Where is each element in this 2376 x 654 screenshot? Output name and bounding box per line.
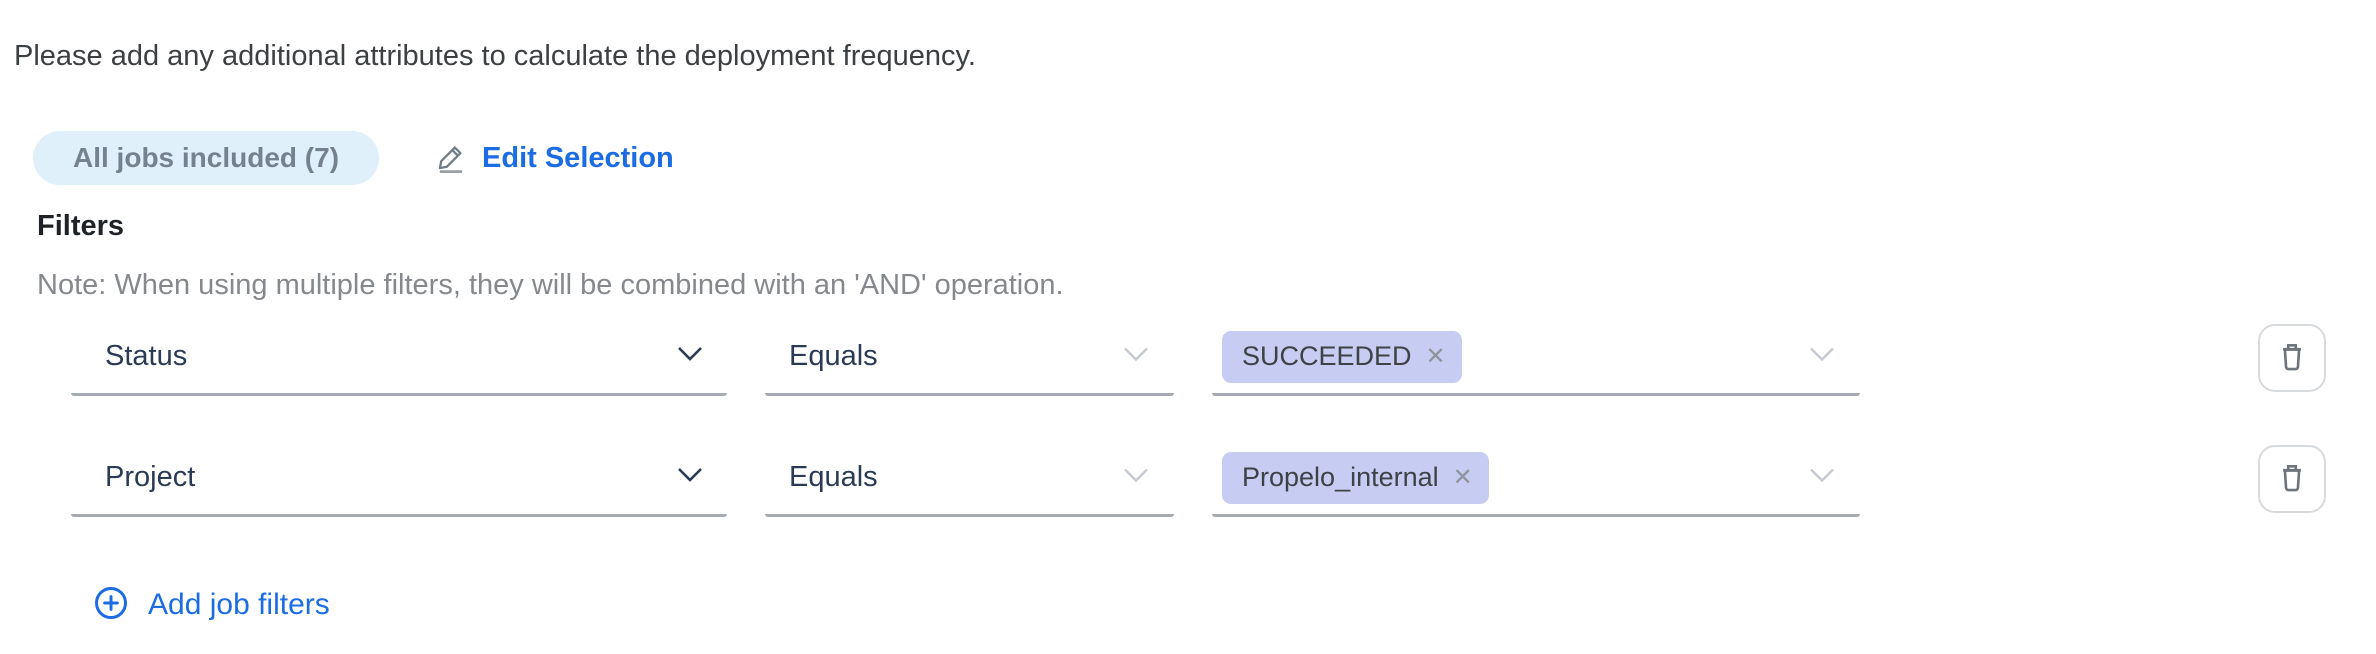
value-tag-label: Propelo_internal <box>1242 462 1439 493</box>
filter-rows: Status Equals SUCCEED <box>0 320 2376 518</box>
chevron-down-icon <box>675 344 705 369</box>
chevron-down-icon <box>1808 466 1836 489</box>
attribute-select-value: Status <box>105 340 188 373</box>
deployment-frequency-filters-panel: Please add any additional attributes to … <box>0 38 2376 654</box>
trash-icon <box>2275 339 2309 378</box>
edit-selection-label: Edit Selection <box>482 141 674 174</box>
delete-filter-button[interactable] <box>2258 445 2326 514</box>
values-multiselect[interactable]: Propelo_internal ✕ <box>1212 441 1860 518</box>
chevron-down-icon <box>1122 466 1150 489</box>
edit-selection-link[interactable]: Edit Selection <box>435 141 674 176</box>
operator-select-value: Equals <box>789 340 878 373</box>
filters-note: Note: When using multiple filters, they … <box>37 269 1064 302</box>
values-multiselect[interactable]: SUCCEEDED ✕ <box>1212 320 1860 397</box>
add-job-filters-link[interactable]: Add job filters <box>91 583 330 626</box>
trash-icon <box>2275 460 2309 499</box>
remove-tag-icon[interactable]: ✕ <box>1452 463 1473 491</box>
attribute-select[interactable]: Project <box>71 441 727 518</box>
attribute-select[interactable]: Status <box>71 320 727 397</box>
filter-row: Status Equals SUCCEED <box>71 320 2326 397</box>
edit-pencil-icon <box>435 141 467 176</box>
value-tag-label: SUCCEEDED <box>1242 341 1412 372</box>
plus-circle-icon <box>91 583 131 626</box>
filters-heading: Filters <box>37 210 125 243</box>
operator-select[interactable]: Equals <box>765 320 1174 397</box>
chevron-down-icon <box>1808 345 1836 368</box>
jobs-included-badge: All jobs included (7) <box>33 131 380 186</box>
operator-select-value: Equals <box>789 461 878 494</box>
operator-select[interactable]: Equals <box>765 441 1174 518</box>
attribute-select-value: Project <box>105 461 196 494</box>
filter-row: Project Equals Propel <box>71 441 2326 518</box>
remove-tag-icon[interactable]: ✕ <box>1425 342 1446 370</box>
value-tag: SUCCEEDED ✕ <box>1222 330 1462 383</box>
value-tag: Propelo_internal ✕ <box>1222 451 1489 504</box>
instruction-text: Please add any additional attributes to … <box>14 40 976 72</box>
delete-filter-button[interactable] <box>2258 324 2326 393</box>
chevron-down-icon <box>675 465 705 490</box>
add-job-filters-label: Add job filters <box>148 587 330 621</box>
jobs-summary-row: All jobs included (7) Edit Selection <box>33 131 2376 186</box>
chevron-down-icon <box>1122 345 1150 368</box>
